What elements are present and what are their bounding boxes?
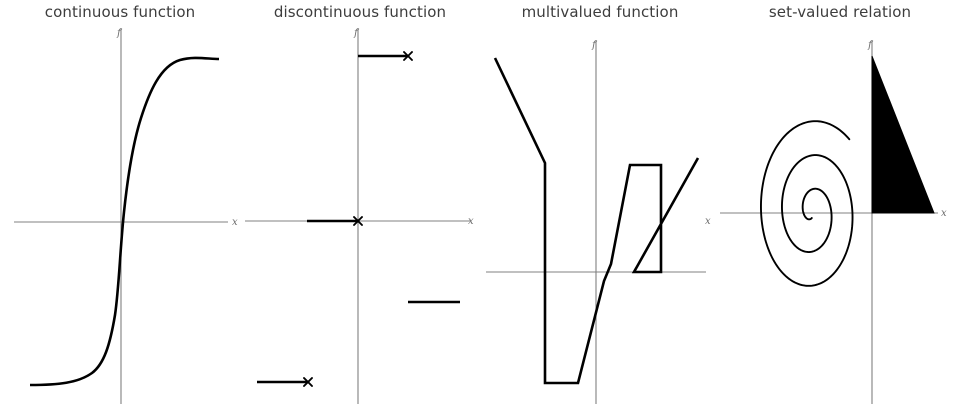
x-axis-label: x bbox=[941, 208, 947, 219]
plot-discontinuous-function: x f bbox=[245, 28, 474, 404]
sigmoid-curve bbox=[29, 56, 220, 387]
endpoint-x-marker bbox=[353, 216, 363, 226]
spiral-curve bbox=[759, 120, 854, 287]
panel-set-valued-relation: set-valued relation x f bbox=[720, 0, 960, 412]
panel-discontinuous-function: discontinuous function x f bbox=[240, 0, 480, 412]
x-axis-label: x bbox=[468, 216, 474, 227]
filled-triangle bbox=[871, 55, 935, 214]
plot-multivalued-function: x f bbox=[486, 40, 711, 404]
panel-title: continuous function bbox=[44, 3, 196, 21]
zigzag-polyline bbox=[493, 57, 700, 385]
panel-title: set-valued relation bbox=[768, 3, 912, 21]
panel-continuous-function: continuous function x f bbox=[0, 0, 240, 412]
panel-multivalued-function: multivalued function x f bbox=[480, 0, 720, 412]
f-axis-label: f bbox=[591, 40, 598, 51]
f-axis-label: f bbox=[116, 28, 123, 39]
panel-title: discontinuous function bbox=[273, 3, 447, 21]
plot-continuous-function: x f bbox=[14, 28, 238, 404]
endpoint-x-marker bbox=[403, 51, 413, 61]
f-axis-label: f bbox=[867, 40, 874, 51]
panel-title: multivalued function bbox=[521, 3, 679, 21]
f-axis-label: f bbox=[353, 28, 360, 39]
plot-set-valued-relation: x f bbox=[720, 40, 947, 404]
x-axis-label: x bbox=[232, 217, 238, 228]
endpoint-x-marker bbox=[303, 377, 313, 387]
x-axis-label: x bbox=[705, 216, 711, 227]
